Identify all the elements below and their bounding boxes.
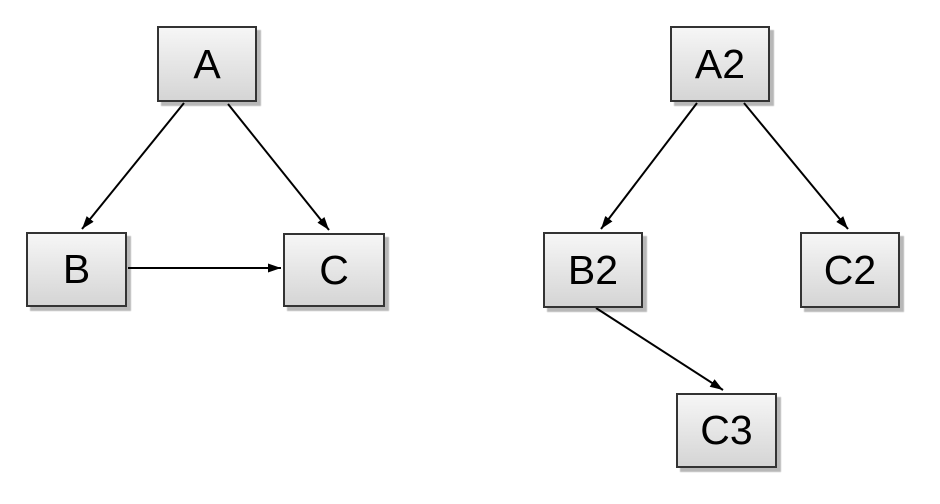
edge-B2-to-C3 [595,307,724,391]
graph-node-C3: C3 [676,393,777,468]
graph-node-B2: B2 [543,232,643,308]
graph-node-C: C [283,233,385,307]
node-label-C2: C2 [823,246,877,293]
edge-A-to-C [227,103,330,231]
node-label-A: A [193,40,221,87]
graph-node-B: B [26,232,127,307]
node-label-C3: C3 [700,407,753,453]
edge-group [81,102,849,391]
node-label-C: C [319,246,349,293]
graph-node-A: A [157,26,257,102]
edge-A-to-B [81,102,185,230]
graph-node-A2: A2 [670,26,770,102]
graph-node-C2: C2 [800,232,900,308]
edge-A2-to-C2 [743,102,849,230]
edge-A2-to-B2 [600,102,698,230]
node-label-B2: B2 [567,246,619,293]
node-label-A2: A2 [694,40,746,87]
node-label-B: B [62,246,91,292]
